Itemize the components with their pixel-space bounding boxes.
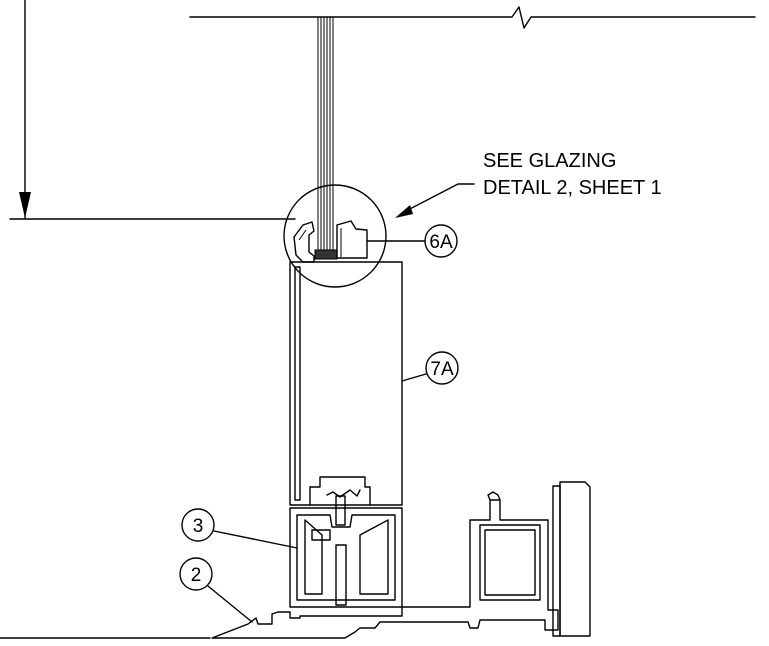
glazing-bead-left: [293, 221, 315, 263]
glazing-note-line2: DETAIL 2, SHEET 1: [483, 177, 662, 199]
right-jamb: [559, 481, 591, 637]
dimension-arrow: [19, 192, 31, 218]
callout-7a-bubble: [425, 351, 459, 385]
callout-2-bubble: [179, 557, 213, 591]
glazing-stop: [336, 220, 368, 259]
right-jamb-inner: [552, 485, 561, 637]
glazing-note-arrow: [395, 205, 413, 218]
frame-panel: [289, 261, 403, 506]
callout-2-label: 2: [191, 565, 202, 586]
callout-6a-bubble: [424, 224, 458, 258]
glazing-detail-circle: [283, 184, 387, 288]
sill-profile: [289, 495, 403, 608]
callout-3-bubble: [181, 508, 215, 542]
bead-detail-line: [298, 229, 307, 241]
callout-3-leader: [213, 530, 298, 549]
callout-2-leader: [207, 585, 253, 623]
glass-panes: [317, 16, 334, 259]
glazing-note-line1: SEE GLAZING: [483, 150, 616, 172]
glazing-note-leader: [405, 183, 475, 212]
setting-block: [314, 249, 338, 260]
top-reference-line: [189, 6, 756, 29]
callout-7a-label: 7A: [430, 359, 454, 380]
callout-6a-label: 6A: [429, 232, 453, 253]
callout-7a-leader: [401, 373, 427, 382]
callout-3-label: 3: [193, 516, 204, 537]
base-sill: [211, 491, 559, 639]
